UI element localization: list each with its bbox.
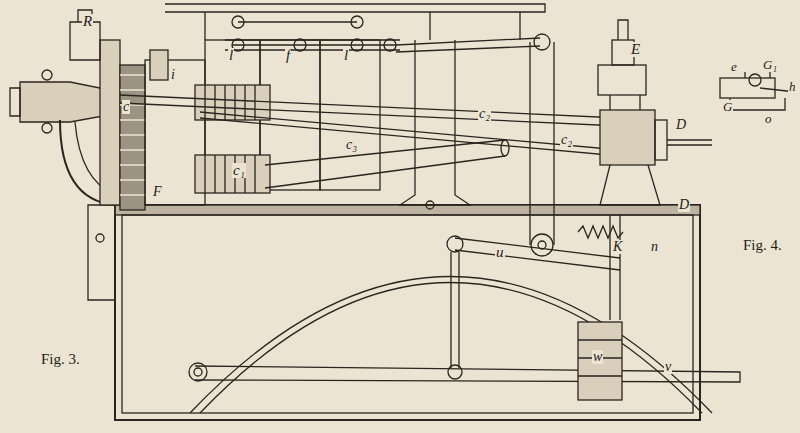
rods: [120, 95, 620, 188]
figure-label: Fig. 4.: [742, 238, 783, 253]
column: [400, 40, 470, 209]
headstock: [10, 10, 205, 210]
part-letter: l: [343, 48, 349, 63]
top-linkage: [165, 4, 550, 52]
part-letter: E: [630, 42, 641, 57]
part-letter: n: [650, 240, 659, 254]
tailstock: [598, 20, 712, 205]
weight: [578, 322, 622, 400]
part-letter: c: [122, 100, 130, 114]
part-letter: i: [170, 68, 176, 82]
part-letter: F: [152, 185, 163, 199]
part-letter: R: [82, 14, 93, 29]
part-letter: v: [664, 360, 672, 374]
part-letter: c₂: [478, 107, 491, 121]
clutch-boxes: [195, 40, 380, 193]
part-letter: l: [228, 48, 234, 63]
part-letter: f: [285, 48, 291, 63]
part-letter: G: [722, 100, 733, 113]
part-letter: K: [612, 240, 623, 254]
spring: [578, 226, 623, 238]
figure-label: Fig. 3.: [40, 352, 81, 367]
part-letter: w: [592, 350, 603, 364]
part-letter: c₁: [232, 163, 246, 178]
lever-u: [530, 42, 554, 256]
part-letter: e: [730, 60, 738, 73]
base-frame: [88, 205, 712, 420]
lower-levers: [189, 215, 740, 382]
part-letter: c₂: [560, 133, 573, 147]
part-letter: u: [495, 245, 505, 260]
part-letter: D: [675, 118, 687, 132]
part-letter: D: [678, 198, 690, 212]
part-letter: o: [764, 112, 773, 125]
part-letter: h: [788, 80, 797, 93]
part-letter: G₁: [762, 58, 778, 71]
part-letter: c₃: [345, 138, 358, 152]
